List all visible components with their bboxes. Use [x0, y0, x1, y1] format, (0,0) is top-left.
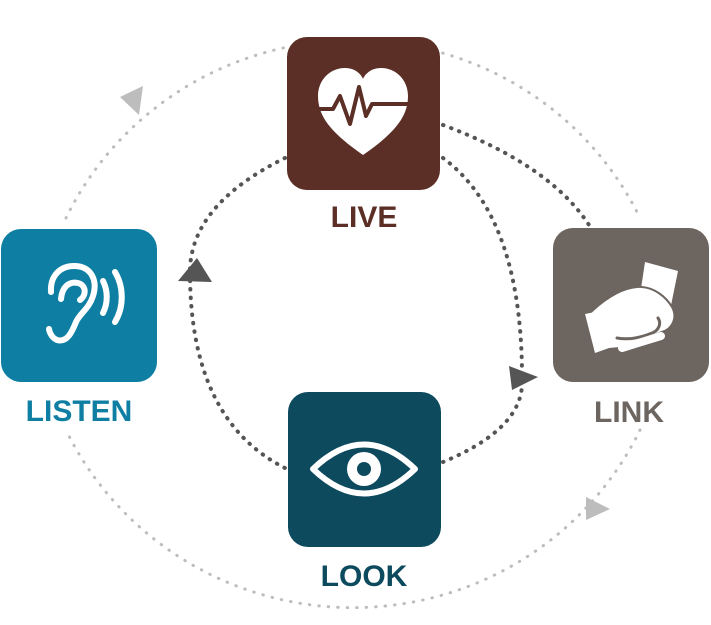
- inner-arrow-right: [509, 366, 538, 390]
- link-label: LINK: [594, 396, 664, 429]
- inner-arc-live-to-listen: [188, 156, 287, 274]
- outer-arrowheads: [120, 86, 610, 520]
- inner-arc-live-to-link-down: [441, 156, 524, 372]
- inner-arc-live-to-link: [441, 123, 591, 227]
- ear-sound-icon: [46, 262, 125, 344]
- inner-cycle: [188, 123, 591, 470]
- listen-label: LISTEN: [26, 395, 133, 428]
- handshake-icon: [585, 262, 678, 353]
- outer-arrow-bottom-right: [586, 497, 610, 520]
- live-node: LIVE: [287, 37, 440, 234]
- live-label: LIVE: [331, 201, 398, 234]
- listen-node: LISTEN: [1, 229, 157, 428]
- inner-arrow-left: [178, 258, 212, 282]
- look-node: LOOK: [288, 392, 441, 593]
- look-label: LOOK: [321, 560, 408, 593]
- eye-icon: [310, 441, 418, 497]
- heart-pulse-icon: [318, 68, 408, 155]
- inner-arc-look-to-link: [441, 383, 524, 464]
- outer-arrow-top-left: [120, 86, 143, 115]
- inner-arrowheads: [178, 258, 538, 390]
- link-node: LINK: [553, 228, 709, 429]
- listen-tile: [1, 229, 157, 382]
- inner-arc-listen-to-look: [188, 270, 287, 470]
